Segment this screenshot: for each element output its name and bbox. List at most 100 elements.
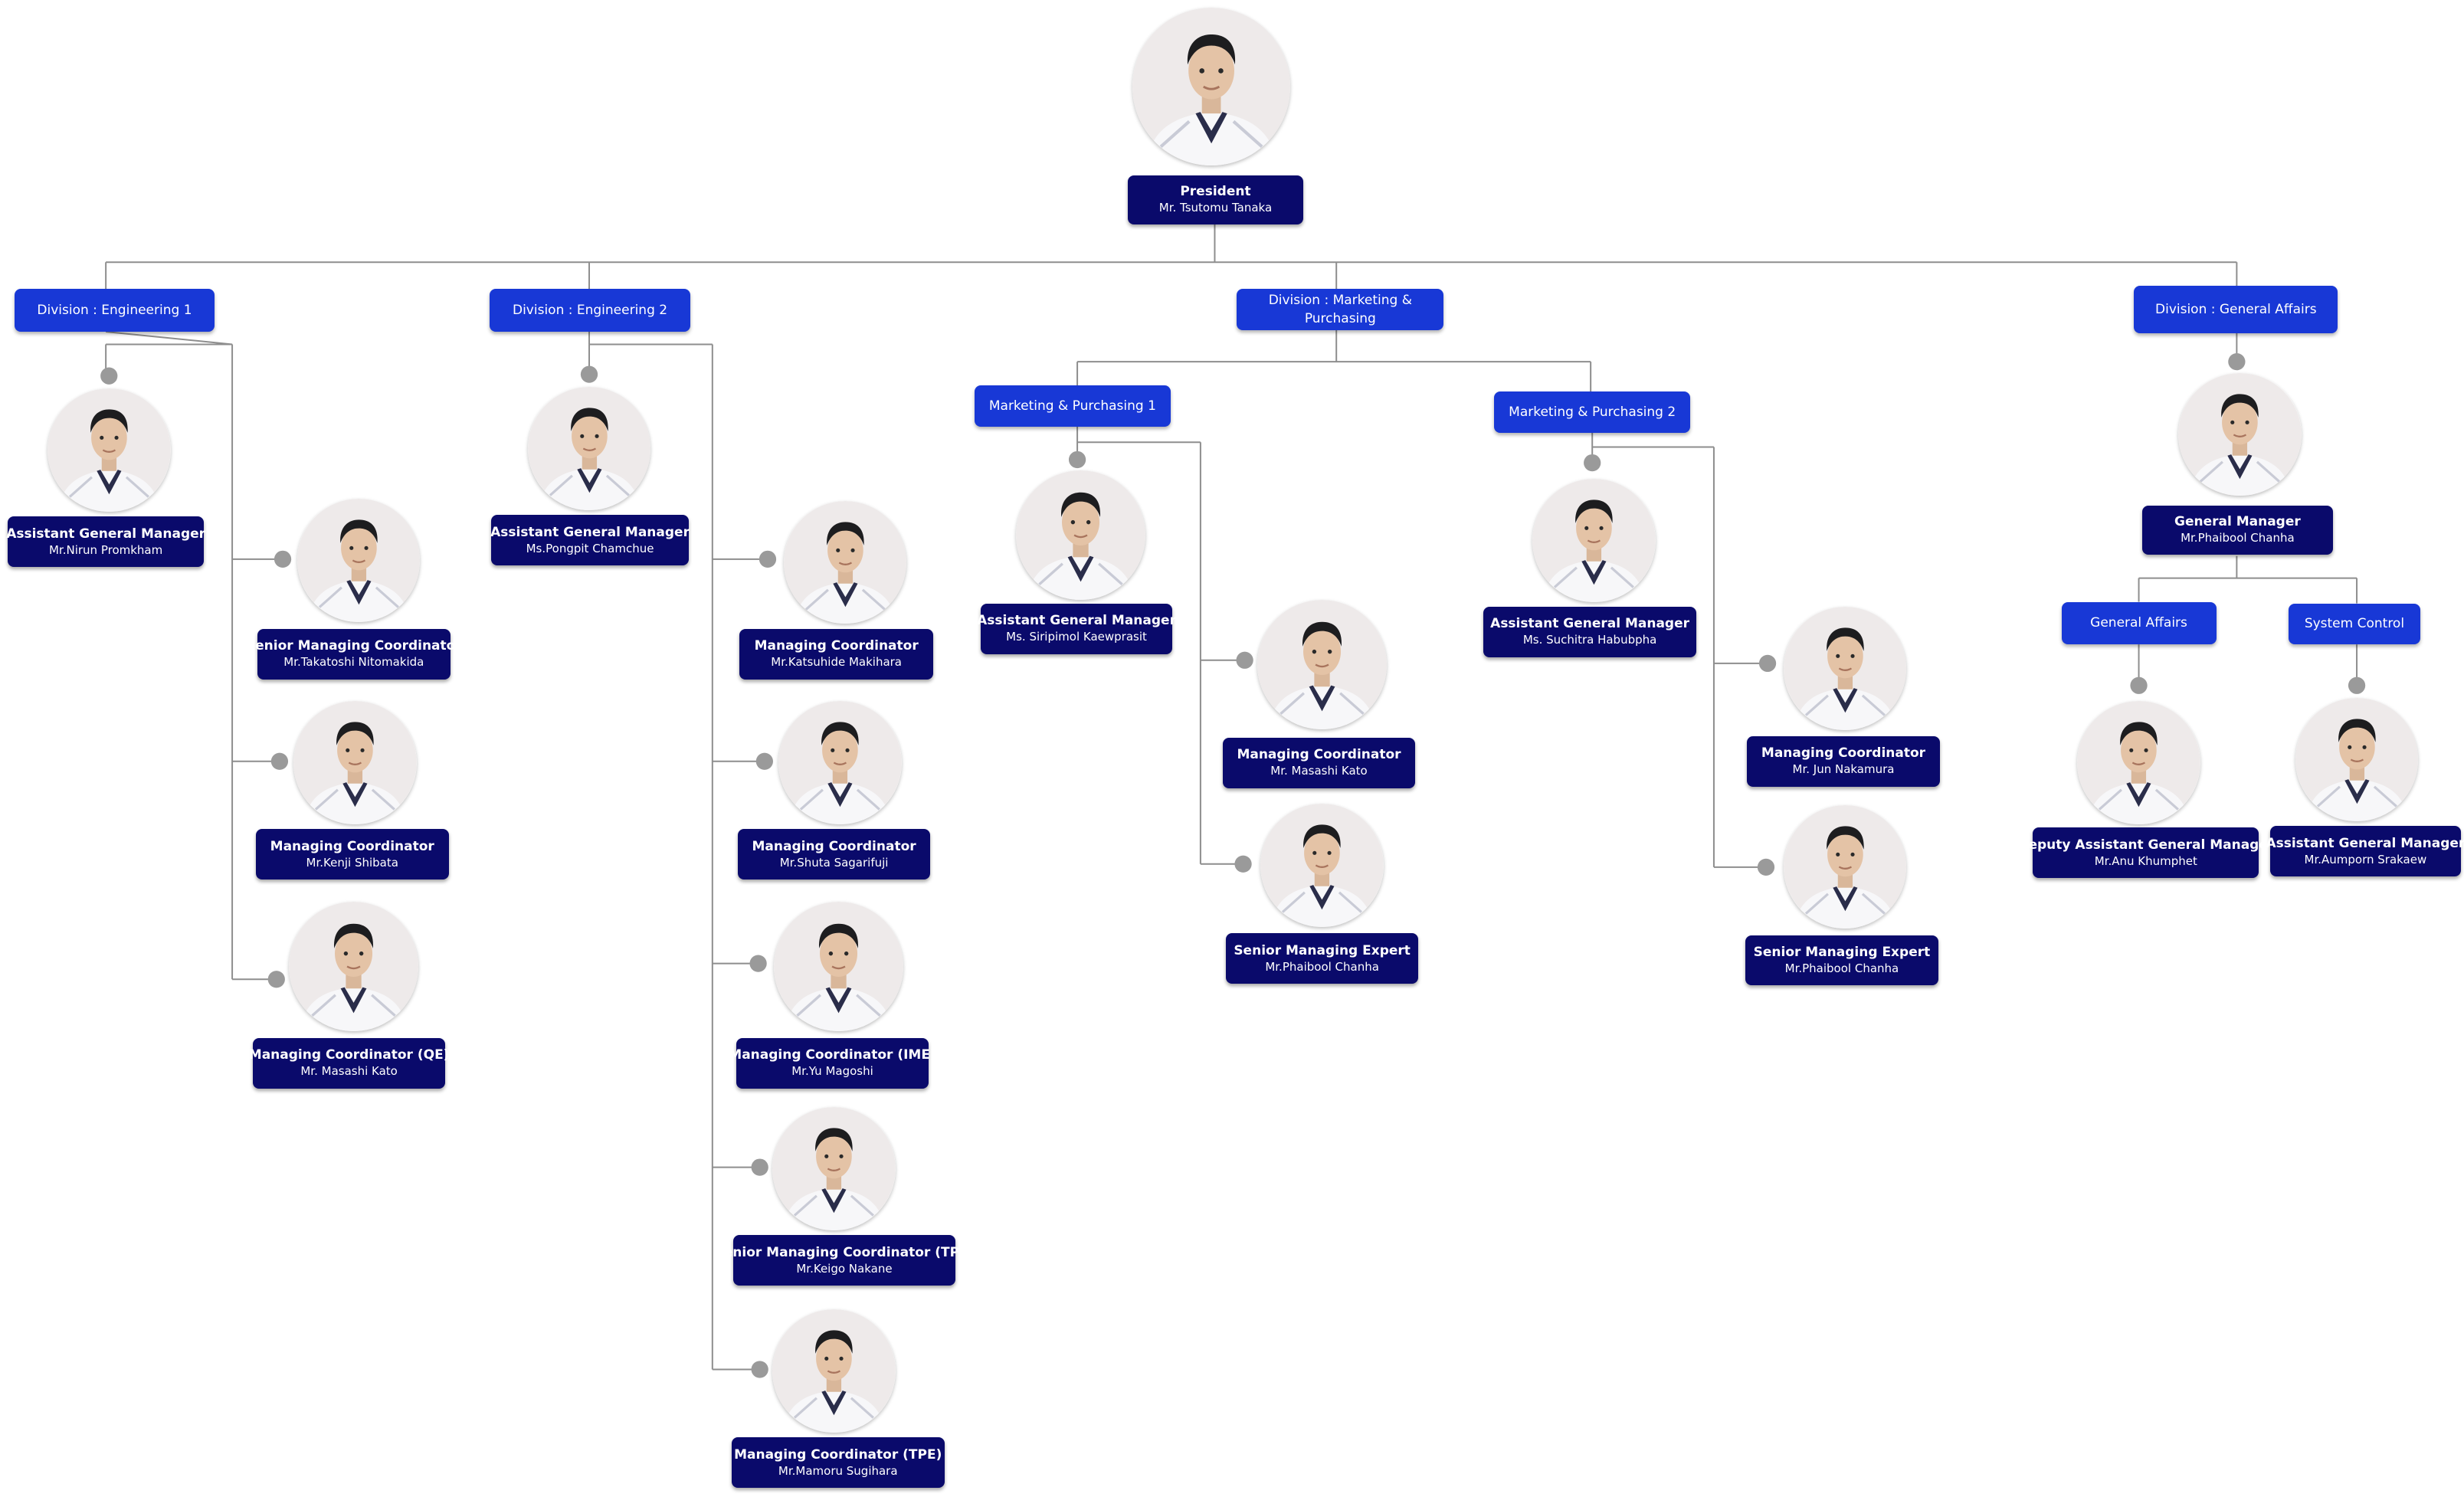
person-icon <box>527 387 651 510</box>
connector-dot <box>751 1158 768 1176</box>
portrait-m1_agm <box>1015 470 1145 601</box>
portrait-e2_agm <box>527 387 651 510</box>
person-name: Mr.Takatoshi Nitomakida <box>283 655 424 670</box>
person-icon <box>1132 8 1291 166</box>
role-title: Managing Coordinator <box>270 838 434 854</box>
role-title: Assistant General Manager <box>977 613 1176 629</box>
role-title: Managing Coordinator (TPE) <box>734 1446 942 1463</box>
division-box-eng1: Division : Engineering 1 <box>14 289 215 332</box>
role-title: Managing Coordinator (QE) <box>248 1047 450 1063</box>
division-box-mkt: Division : Marketing & Purchasing <box>1237 289 1444 330</box>
connector-dot <box>1234 855 1252 873</box>
person-icon <box>47 388 171 512</box>
role-title: President <box>1180 184 1251 200</box>
role-title: Senior Managing Expert <box>1234 942 1411 958</box>
person-name: Ms. Siripimol Kaewprasit <box>1006 630 1147 644</box>
portrait-e2_mc1 <box>783 500 907 624</box>
role-title: Deputy Assistant General Manager <box>2017 837 2275 853</box>
connector-dot <box>2130 676 2148 694</box>
connector-dot <box>274 550 292 568</box>
person-name: Mr.Aumporn Srakaew <box>2304 852 2427 866</box>
portrait-m2_sme <box>1783 805 1907 929</box>
connector-dot <box>1236 651 1253 669</box>
role-title: Assistant General Manager <box>1490 616 1690 632</box>
person-name: Mr.Kenji Shibata <box>306 855 398 870</box>
person-name: Mr. Tsutomu Tanaka <box>1158 201 1273 215</box>
connector-dot <box>267 971 285 988</box>
connector-dot <box>2348 676 2366 694</box>
connector-line <box>106 330 233 346</box>
person-name: Mr.Phaibool Chanha <box>1784 961 1899 975</box>
connector-dot <box>1758 654 1777 673</box>
role-title: Assistant General Manager <box>490 524 690 540</box>
person-name: Ms. Suchitra Habubpha <box>1522 633 1657 647</box>
role-title: Senior Managing Expert <box>1753 945 1931 960</box>
role-title: Senior Managing Coordinator (TPE) <box>714 1244 975 1260</box>
person-icon <box>1532 478 1656 602</box>
person-name: Mr. Masashi Kato <box>1270 764 1368 778</box>
person-icon <box>1015 470 1145 601</box>
role-title: Senior Managing Coordinator <box>245 638 462 654</box>
person-name: Mr.Shuta Sagarifuji <box>779 855 889 870</box>
person-icon <box>289 902 419 1032</box>
portrait-e2_ime <box>774 902 904 1032</box>
portrait-sys_agm <box>2295 698 2419 822</box>
person-icon <box>293 701 418 825</box>
division-box-eng2: Division : Engineering 2 <box>490 289 690 332</box>
person-icon <box>2295 698 2419 822</box>
person-icon <box>778 701 903 825</box>
role-title: Assistant General Manager <box>2266 835 2464 851</box>
portrait-e1_smc <box>297 499 421 623</box>
division-box-ga: Division : General Affairs <box>2134 286 2338 333</box>
connector-dot <box>749 955 767 972</box>
connector-dot <box>2228 352 2246 371</box>
division-box-mkt2: Marketing & Purchasing 2 <box>1494 391 1690 433</box>
person-name: Mr.Anu Khumphet <box>2094 853 2197 868</box>
person-name: Mr.Phaibool Chanha <box>2181 531 2295 545</box>
person-name: Mr.Katsuhide Makihara <box>771 655 903 670</box>
portrait-ga_gm <box>2178 372 2302 496</box>
connector-dot <box>755 752 773 770</box>
role-title: Managing Coordinator <box>1761 745 1926 762</box>
person-name: Mr.Yu Magoshi <box>791 1064 873 1079</box>
person-name: Mr.Keigo Nakane <box>796 1261 893 1276</box>
role-title: Managing Coordinator (IME) <box>729 1047 936 1063</box>
person-icon <box>774 902 904 1032</box>
role-card-e2_tpe: Managing Coordinator (TPE)Mr.Mamoru Sugi… <box>731 1437 945 1489</box>
person-name: Mr.Mamoru Sugihara <box>778 1463 898 1478</box>
person-icon <box>772 1309 896 1433</box>
role-card-e2_ime: Managing Coordinator (IME)Mr.Yu Magoshi <box>729 1037 936 1089</box>
person-icon <box>2077 701 2200 825</box>
division-box-sys: System Control <box>2289 603 2420 645</box>
connector-dot <box>270 752 289 770</box>
portrait-e1_qe <box>289 902 419 1032</box>
portrait-e2_mc2 <box>778 701 903 825</box>
role-card-e2_smc: Senior Managing Coordinator (TPE)Mr.Keig… <box>715 1235 974 1286</box>
portrait-e1_agm <box>47 388 171 512</box>
portrait-ga_dagm <box>2077 701 2200 825</box>
person-icon <box>772 1107 896 1231</box>
portrait-m2_mc <box>1783 606 1907 730</box>
person-icon <box>783 500 907 624</box>
person-icon <box>297 499 421 623</box>
portrait-e2_tpe <box>772 1309 896 1433</box>
person-icon <box>1257 600 1388 730</box>
person-name: Mr.Nirun Promkham <box>48 542 163 557</box>
division-box-mkt1: Marketing & Purchasing 1 <box>975 385 1171 427</box>
person-icon <box>1260 804 1384 928</box>
connector-dot <box>100 367 118 385</box>
role-card-e1_qe: Managing Coordinator (QE)Mr. Masashi Kat… <box>249 1037 449 1089</box>
role-title: Managing Coordinator <box>754 638 919 654</box>
person-name: Mr.Phaibool Chanha <box>1265 959 1379 974</box>
portrait-m1_sme <box>1260 804 1384 928</box>
